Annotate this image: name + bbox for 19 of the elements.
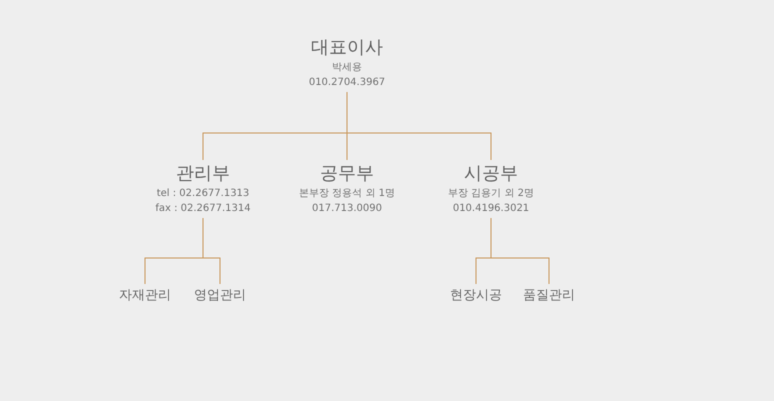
team-name: 현장시공 [450,287,502,305]
team-name: 자재관리 [119,287,171,305]
department-detail: 박세용 [331,61,363,75]
department-detail: fax : 02.2677.1314 [155,202,251,216]
connector-line [490,218,550,284]
department-detail: 부장 김용기 외 2명 [448,187,534,201]
department-title: 공무부 [319,162,375,186]
department-title: 관리부 [175,162,231,186]
department-detail: 010.4196.3021 [452,202,530,216]
department-title: 시공부 [463,162,519,186]
department-title: 대표이사 [310,36,384,60]
connector-line [346,92,492,160]
team-name: 품질관리 [523,287,575,305]
department-detail: 010.2704.3967 [308,76,386,90]
department-detail: tel : 02.2677.1313 [156,187,250,201]
team-name: 영업관리 [194,287,246,305]
department-detail: 017.713.0090 [311,202,383,216]
connector-line [202,218,220,284]
department-detail: 본부장 정용석 외 1명 [299,187,395,201]
